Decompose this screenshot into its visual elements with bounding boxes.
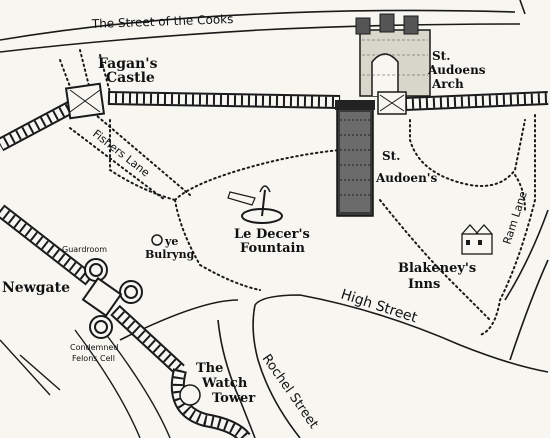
label-newgate: Newgate [2, 280, 70, 296]
label-ram-lane: Ram Lane [500, 189, 529, 246]
label-blakeneys-2: Inns [408, 277, 440, 292]
label-condemned-2: Felons Cell [72, 354, 115, 363]
label-st-audoens-arch-3: Arch [431, 77, 464, 91]
label-watch-tower-1: The [196, 361, 223, 376]
label-watch-tower-2: Watch [201, 376, 248, 391]
newgate-towers [81, 258, 143, 339]
st-audoens-arch [355, 13, 431, 115]
label-watch-tower-3: Tower [212, 391, 255, 406]
ye-bulryng-marker [151, 234, 163, 246]
label-rochel-street: Rochel Street [259, 352, 321, 432]
label-fagans-castle-2: Castle [106, 70, 155, 86]
label-st-audoens-arch-1: St. [432, 49, 450, 63]
label-fagans-castle-1: Fagan's [98, 56, 158, 72]
label-condemned-1: Condemned [70, 343, 118, 352]
st-audoens-church-tower [335, 100, 375, 217]
label-st-audoens-2: Audoen's [375, 171, 437, 185]
label-fishers-lane: Fishers Lane [90, 127, 152, 180]
le-decers-fountain [227, 185, 283, 224]
label-le-decers-1: Le Decer's [234, 227, 310, 242]
watch-tower-marker [179, 384, 201, 406]
blakeneys-inns-building [461, 224, 493, 255]
label-st-audoens-arch-2: Audoens [427, 63, 486, 77]
label-blakeneys-1: Blakeney's [398, 261, 476, 276]
label-le-decers-2: Fountain [240, 241, 305, 256]
dotted-street-borders [59, 49, 536, 336]
fagans-castle-tower [64, 82, 106, 120]
label-street-of-cooks: The Street of the Cooks [91, 12, 234, 31]
label-ye-bulryng-1: ye [164, 235, 178, 248]
label-st-audoens-1: St. [382, 149, 400, 163]
label-ye-bulryng-2: Bulryng [145, 248, 195, 261]
label-guardroom: Guardroom [62, 245, 107, 254]
city-walls [0, 91, 549, 438]
